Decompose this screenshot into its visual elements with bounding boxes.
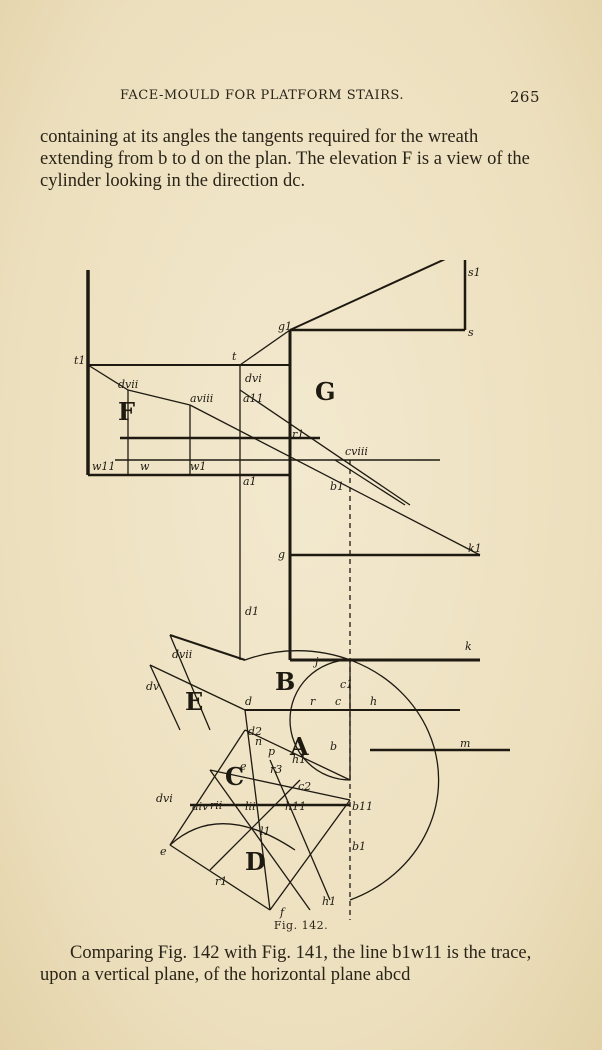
- figure-point-label: b1: [330, 480, 344, 493]
- figure-point-label: lii: [245, 800, 256, 813]
- d-bottom-right: [269, 799, 351, 911]
- figure-region-label: B: [275, 667, 295, 696]
- figure-point-label: e: [240, 760, 247, 773]
- e-left2: [169, 634, 211, 731]
- c-diag-3: [269, 759, 331, 901]
- figure-region-label: G: [315, 377, 336, 406]
- figure-point-label: s: [468, 326, 474, 339]
- figure-drawing: F G E B A C D s1 s g1 t t1 dvi dvii avii…: [74, 249, 510, 920]
- figure-point-label: d1: [245, 605, 259, 618]
- c-diag-5: [209, 779, 301, 871]
- figure-point-label: d2: [248, 725, 262, 738]
- d-bottom-left: [169, 844, 271, 911]
- g-diag-2: [239, 389, 411, 506]
- figure-point-label: dv: [146, 680, 160, 693]
- figure-point-label: h1: [322, 895, 336, 908]
- c-top: [209, 769, 351, 801]
- figure-point-label: c2: [298, 780, 311, 793]
- figure-point-label: j: [312, 655, 319, 668]
- figure-region-label: E: [185, 687, 203, 716]
- g-top-diag: [289, 249, 466, 331]
- c-diag-4: [244, 709, 271, 911]
- d-left-diag: [169, 729, 246, 846]
- figure-point-label: dvii: [172, 648, 192, 661]
- figure-point-label: k: [465, 640, 472, 653]
- figure-point-label: c: [335, 695, 341, 708]
- figure-point-label: dvi: [245, 372, 262, 385]
- c-diag-2: [209, 769, 311, 911]
- figure-point-label: g1: [278, 320, 292, 333]
- figure-point-label: aiv: [192, 800, 209, 813]
- figure-point-label: r1: [215, 875, 227, 888]
- page-number: 265: [509, 88, 540, 106]
- figure-point-label: b: [330, 740, 337, 753]
- e-left: [149, 664, 181, 731]
- figure-point-label: b11: [352, 800, 373, 813]
- figure-point-label: dvi: [156, 792, 173, 805]
- figure-point-label: cviii: [345, 445, 368, 458]
- figure-region-label: D: [245, 847, 266, 876]
- d-curve: [169, 823, 296, 851]
- figure-point-label: b1: [352, 840, 366, 853]
- figure-point-label: h1: [292, 753, 306, 766]
- figure-point-label: r3: [270, 763, 282, 776]
- figure-point-label: h11: [285, 800, 306, 813]
- figure-point-label: r: [310, 695, 316, 708]
- e-top: [169, 634, 246, 661]
- c-diag-1: [244, 729, 351, 781]
- g-diag-3: [334, 459, 406, 506]
- figure-point-label: p: [268, 745, 275, 758]
- figure-caption: Fig. 142.: [273, 919, 329, 932]
- figure-point-label: t: [232, 350, 237, 363]
- f-inner-line: [127, 389, 191, 406]
- plan-cylinder-arc: [289, 659, 351, 781]
- figure-point-label: w11: [92, 460, 115, 473]
- figure-point-label: dvii: [118, 378, 138, 391]
- figure-point-label: d: [245, 695, 252, 708]
- figure-142: F G E B A C D s1 s g1 t t1 dvi dvii avii…: [60, 249, 560, 920]
- figure-point-label: r1: [292, 428, 304, 441]
- plan-outer-arc: [244, 650, 440, 901]
- g-diag-1: [189, 404, 481, 556]
- figure-point-label: w1: [190, 460, 206, 473]
- figure-point-label: aviii: [190, 392, 213, 405]
- figure-point-label: n: [255, 735, 262, 748]
- figure-point-label: f: [279, 906, 286, 919]
- e-mid: [149, 664, 246, 711]
- figure-region-label: F: [118, 397, 135, 426]
- figure-point-label: h: [370, 695, 377, 708]
- f-diag: [87, 364, 129, 391]
- figure-point-label: m: [460, 737, 470, 750]
- paragraph-comparison: Comparing Fig. 142 with Fig. 141, the li…: [40, 943, 532, 985]
- figure-point-label: l1: [260, 825, 271, 838]
- figure-point-label: a1: [243, 475, 257, 488]
- figure-point-label: s1: [468, 266, 481, 279]
- figure-region-label: A: [289, 732, 309, 761]
- figure-point-label: k1: [468, 542, 482, 555]
- t-slope: [239, 329, 291, 366]
- figure-point-label: rii: [210, 799, 222, 812]
- figure-point-label: c1: [340, 678, 353, 691]
- figure-region-label: C: [225, 762, 244, 791]
- figure-point-label: w: [140, 460, 150, 473]
- figure-point-label: a11: [243, 392, 264, 405]
- running-title: FACE-MOULD FOR PLATFORM STAIRS.: [120, 88, 404, 103]
- figure-point-label: t1: [74, 354, 85, 367]
- figure-point-label: g: [278, 548, 285, 561]
- figure-point-label: e: [160, 845, 167, 858]
- paragraph-intro: containing at its angles the tangents re…: [40, 127, 530, 191]
